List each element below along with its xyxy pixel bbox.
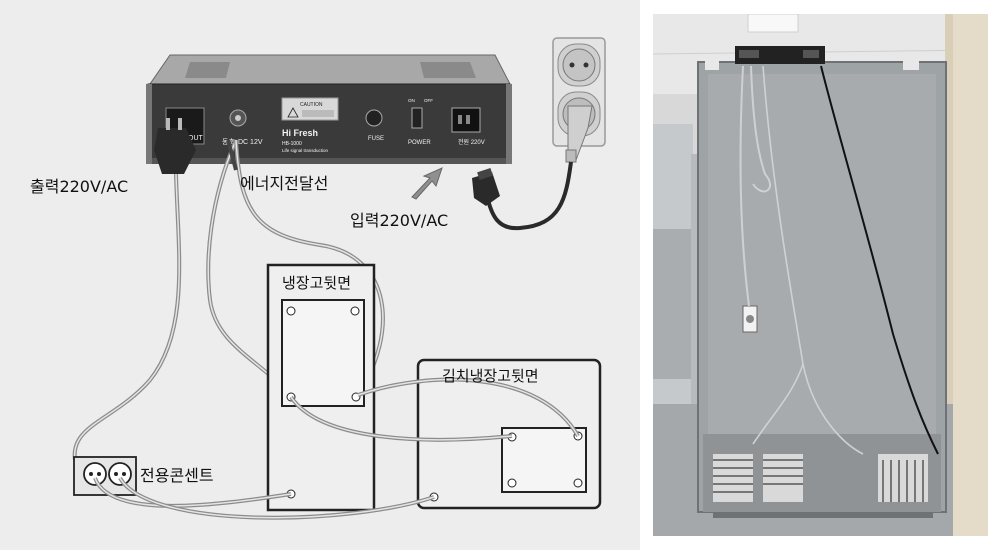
brand-name: Hi Fresh [282, 128, 318, 138]
photo-svg [652, 13, 989, 536]
dc-label: DC 12V [238, 139, 263, 146]
input-arrow [411, 167, 443, 200]
fridge-back-panel [266, 263, 376, 512]
tagline: Life signal transduction [282, 148, 329, 153]
model-name: HB-1000 [282, 141, 302, 147]
input-cable [486, 161, 573, 231]
power-in-label: 전원 220V [458, 138, 485, 146]
power-unit: OUT 동축 DC 12V CAUTION Hi Fresh HB-1000 L… [146, 54, 512, 164]
switch-on-label: ON [408, 98, 415, 103]
kimchi-fridge-back-panel [416, 358, 602, 510]
caution-label: CAUTION [300, 102, 323, 108]
label-fridge-back: 냉장고뒷면 [282, 274, 351, 292]
power-switch [411, 107, 423, 129]
fridge-back-photo [697, 61, 947, 518]
output-plug [154, 118, 196, 174]
label-output: 출력220V/AC [30, 177, 128, 196]
label-input: 입력220V/AC [350, 211, 448, 230]
fuse-holder [365, 109, 383, 127]
label-energy-line: 에너지전달선 [240, 174, 328, 193]
label-kimchi-back: 김치냉장고뒷면 [442, 367, 539, 385]
input-plug [472, 168, 500, 206]
device-on-fridge [735, 46, 825, 64]
wiring-diagram: OUT 동축 DC 12V CAUTION Hi Fresh HB-1000 L… [0, 0, 640, 550]
diagram-svg: OUT 동축 DC 12V CAUTION Hi Fresh HB-1000 L… [30, 37, 606, 520]
fridge-photo [652, 13, 989, 536]
switch-off-label: OFF [424, 98, 433, 103]
dedicated-outlet [73, 456, 137, 496]
wall-plug [565, 105, 593, 163]
fuse-label: FUSE [368, 136, 384, 142]
label-outlet: 전용콘센트 [140, 466, 214, 485]
power-label: POWER [408, 140, 431, 146]
output-cable [72, 173, 182, 461]
out-label: OUT [188, 135, 204, 142]
